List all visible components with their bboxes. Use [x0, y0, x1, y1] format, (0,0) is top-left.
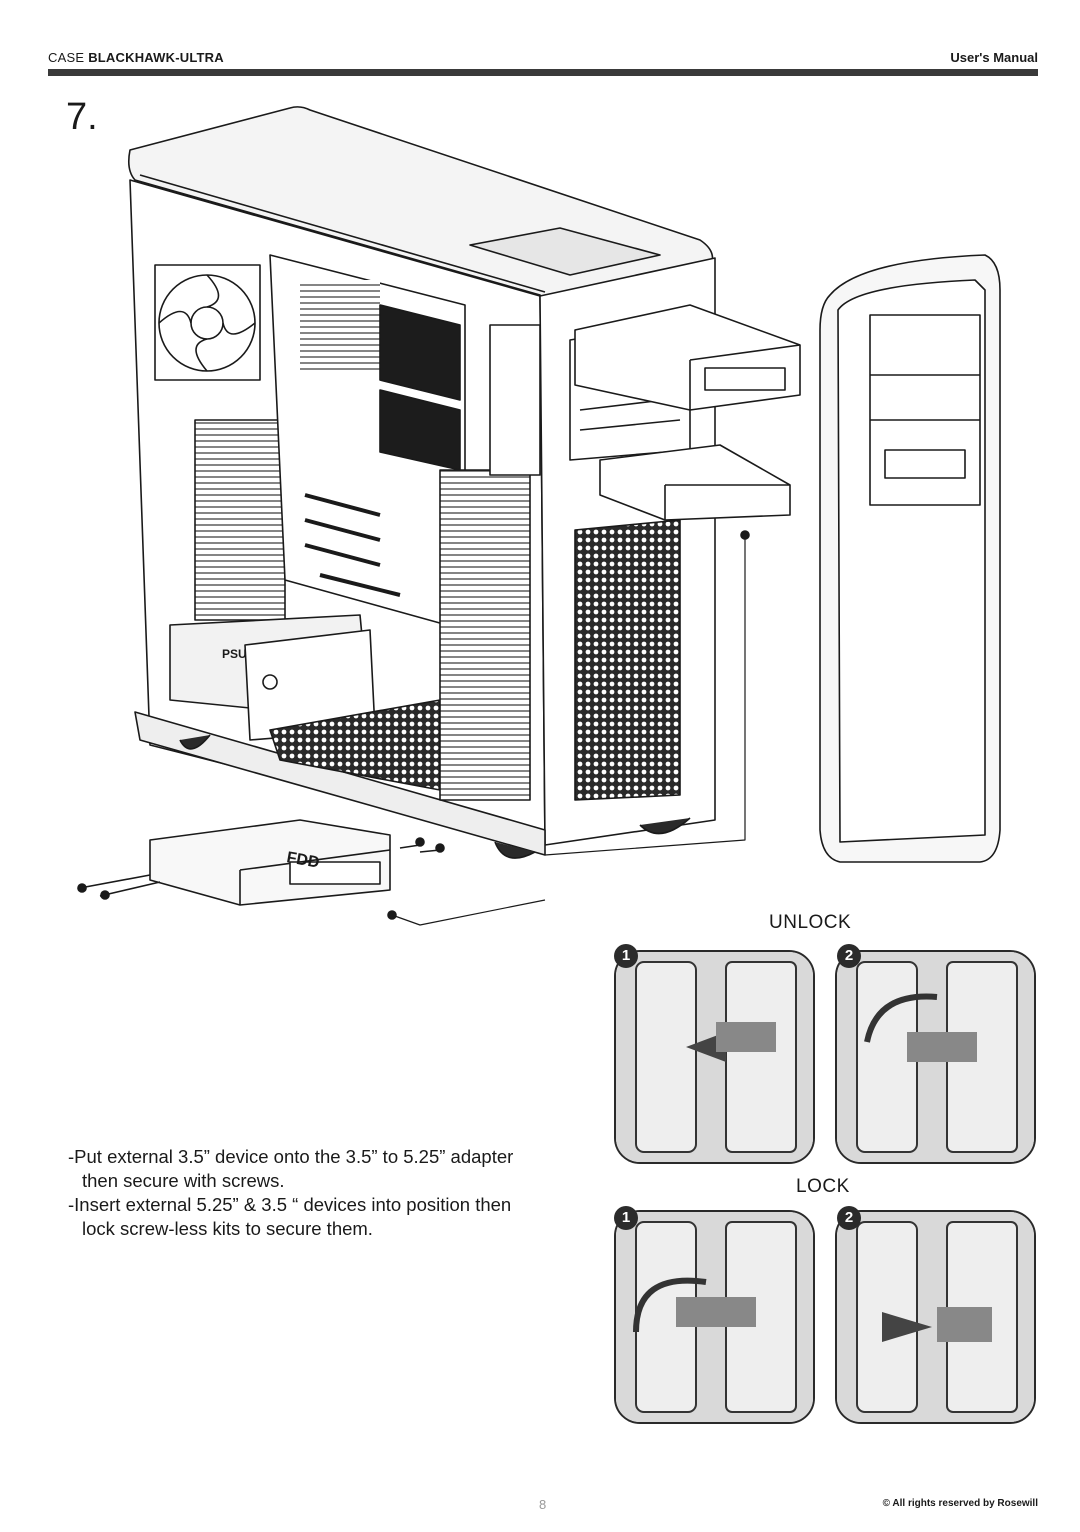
instruction-2-line-1: -Insert external 5.25” & 3.5 “ devices i… — [68, 1194, 512, 1215]
lock-step-2-image — [837, 1212, 1034, 1422]
lock-step-1-photo — [614, 1210, 815, 1424]
lock-badge-1: 1 — [614, 1206, 638, 1230]
page-number: 8 — [539, 1497, 547, 1512]
instructions: -Put external 3.5” device onto the 3.5” … — [68, 1145, 588, 1241]
instruction-1-line-2: then secure with screws. — [82, 1170, 285, 1191]
unlock-step-2-image — [837, 952, 1034, 1162]
unlock-label: UNLOCK — [769, 912, 852, 933]
lock-badge-2: 2 — [837, 1206, 861, 1230]
fdd-label: FDD — [285, 849, 320, 871]
header-model-name: BLACKHAWK-ULTRA — [88, 50, 224, 65]
instruction-1-line-1: -Put external 3.5” device onto the 3.5” … — [68, 1146, 514, 1167]
unlock-badge-2: 2 — [837, 944, 861, 968]
copyright-notice: © All rights reserved by Rosewill — [882, 1498, 1038, 1509]
case-exploded-illustration: PSU FDD — [77, 106, 1001, 926]
header-divider — [48, 69, 1038, 76]
unlock-step-1-photo — [614, 950, 815, 1164]
psu-label: PSU — [222, 647, 247, 661]
lock-label: LOCK — [796, 1176, 850, 1197]
unlock-step-1-image — [616, 952, 813, 1162]
lock-step-1-image — [616, 1212, 813, 1422]
unlock-step-2-photo — [835, 950, 1036, 1164]
step-number: 7. — [66, 96, 98, 138]
instruction-2-line-2: lock screw-less kits to secure them. — [82, 1218, 373, 1239]
header-manual-label: User's Manual — [950, 50, 1038, 65]
lock-step-2-photo — [835, 1210, 1036, 1424]
unlock-badge-1: 1 — [614, 944, 638, 968]
